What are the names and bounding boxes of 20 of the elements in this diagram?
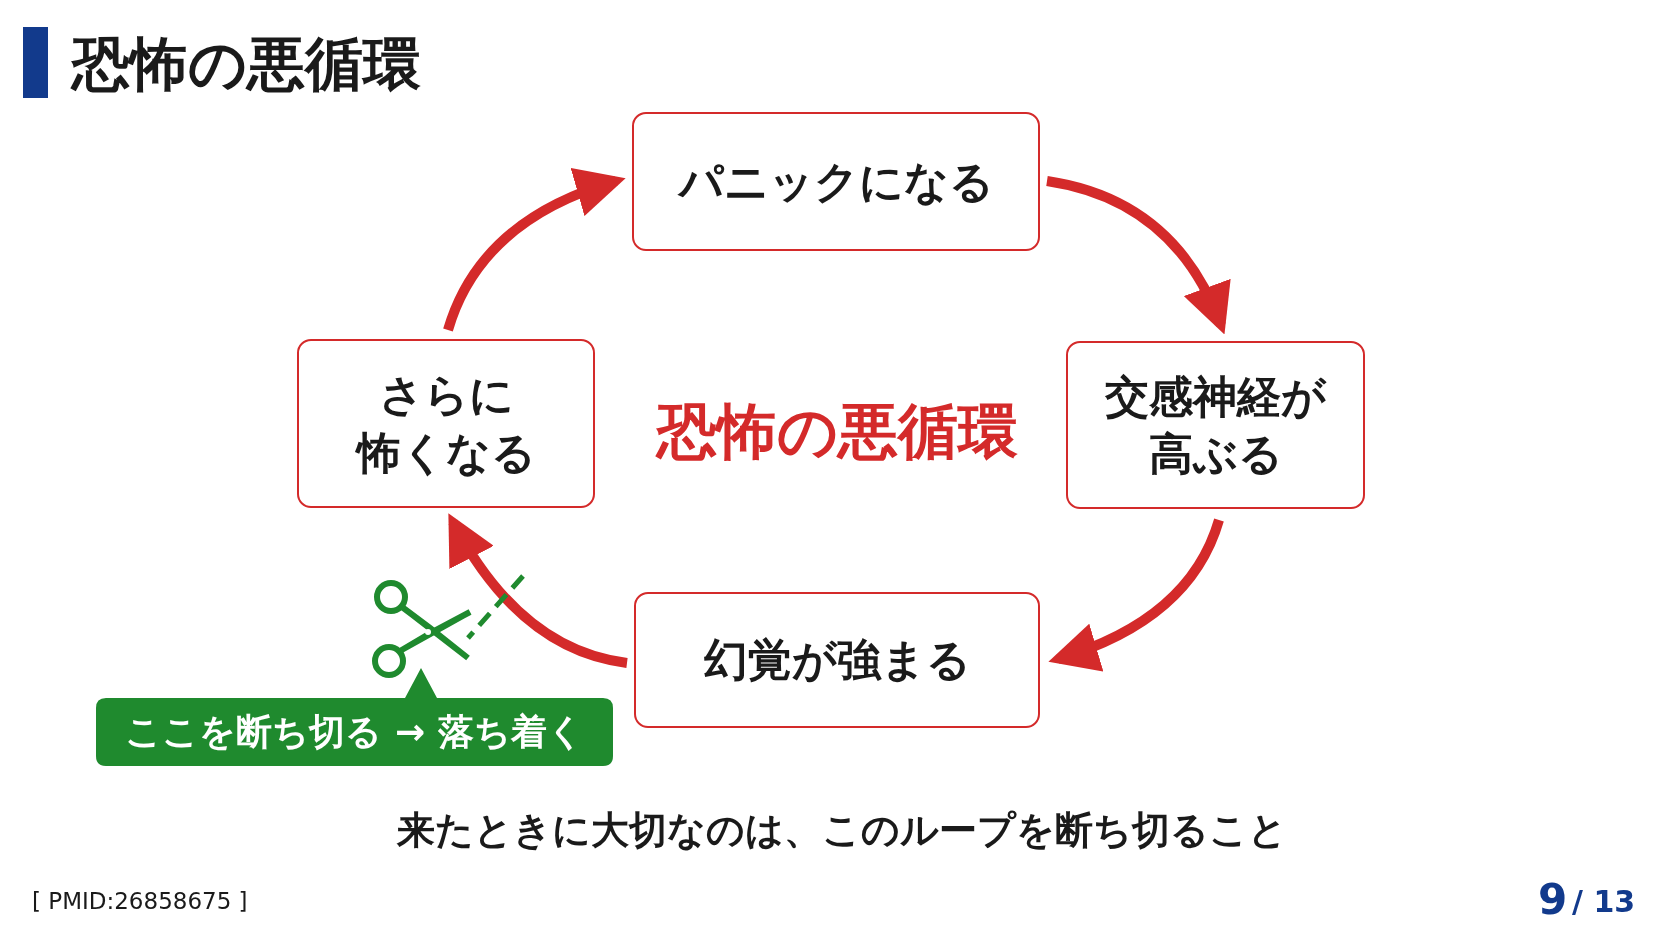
box-label: パニックになる bbox=[678, 154, 994, 209]
process-box bbox=[1066, 341, 1365, 509]
page-total: / 13 bbox=[1572, 884, 1636, 919]
arrow bbox=[1046, 176, 1229, 335]
box-label: 幻覚が強まる bbox=[703, 633, 971, 688]
callout-text: ここを断ち切る → 落ち着く bbox=[124, 710, 585, 754]
arrow bbox=[443, 169, 626, 332]
title: 恐怖の悪循環 bbox=[72, 29, 421, 100]
reference-text: [ PMID:26858675 ] bbox=[32, 888, 248, 914]
callout-box bbox=[96, 668, 613, 766]
summary-text: 来たときに大切なのは、このループを断ち切ること bbox=[397, 806, 1287, 854]
page-number: 9 bbox=[1538, 875, 1568, 924]
process-box bbox=[632, 112, 1040, 251]
arrow bbox=[448, 513, 628, 668]
process-box bbox=[297, 339, 595, 508]
box-label: 交感神経が高ぶる bbox=[1104, 369, 1328, 481]
arrow bbox=[1048, 518, 1224, 671]
center-heading: 恐怖の悪循環 bbox=[656, 394, 1018, 468]
process-box bbox=[634, 592, 1040, 728]
box-label: さらに怖くなる bbox=[354, 368, 537, 480]
